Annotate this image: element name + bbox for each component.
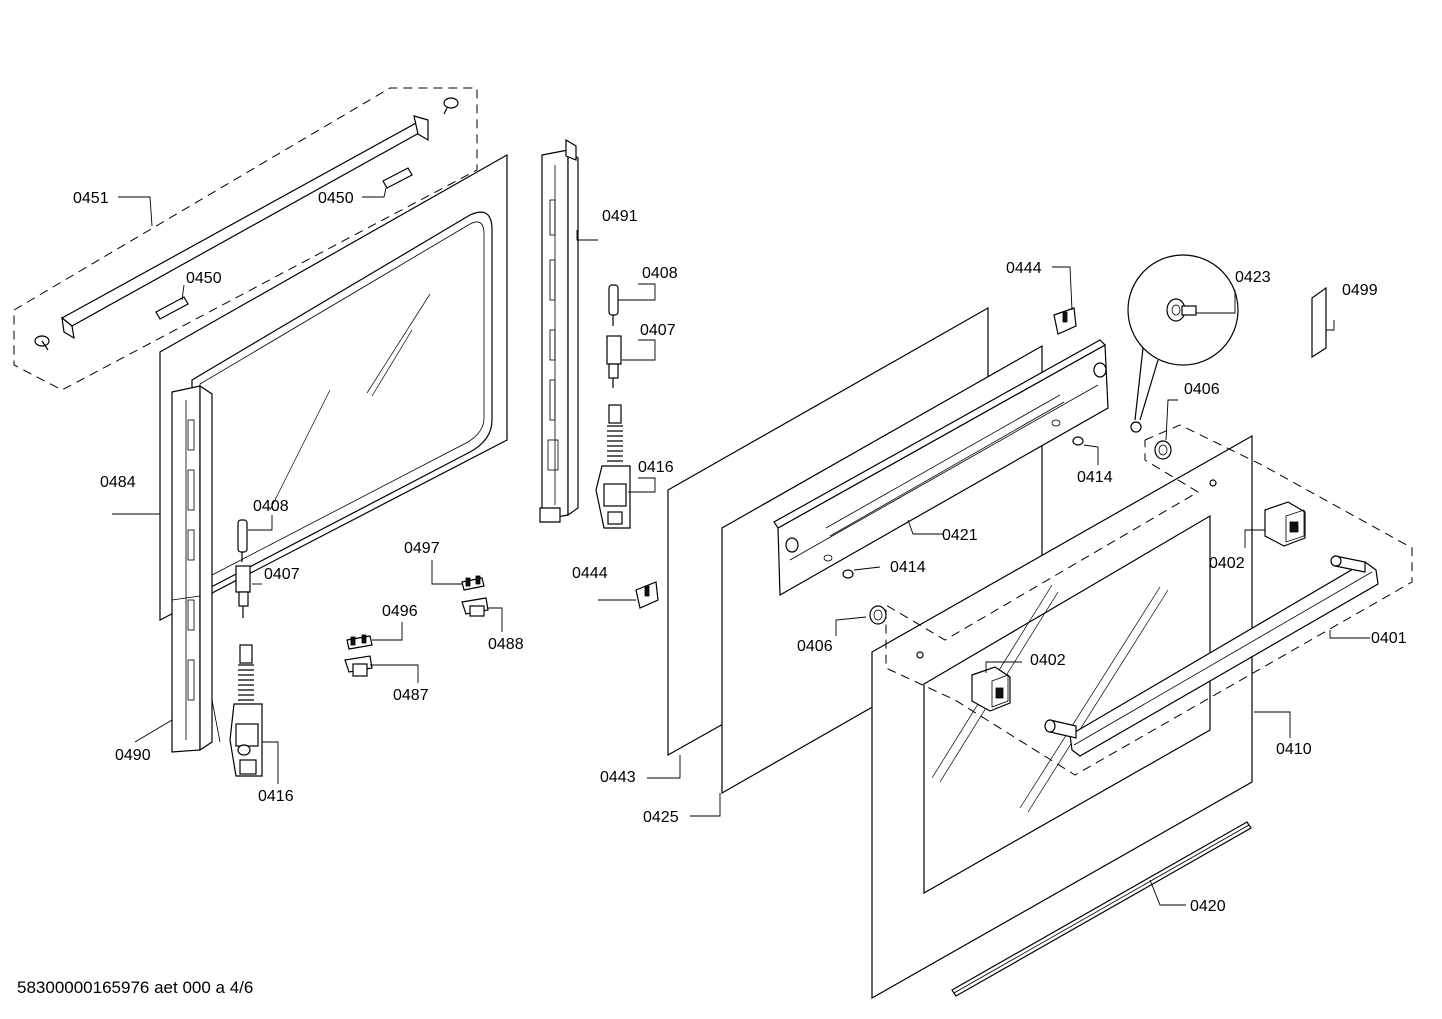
pin-left: [237, 519, 248, 562]
leader-lines: [112, 187, 1370, 906]
callout-0407-right: 0407: [640, 322, 676, 339]
hinge-bracket-right-side: [567, 148, 579, 517]
inner-door-panel: [159, 153, 508, 621]
label-0499: [1311, 286, 1327, 359]
callout-0406-lower: 0406: [797, 638, 833, 655]
pin-right: [608, 284, 619, 326]
callout-0402-left: 0402: [1030, 652, 1066, 669]
top-trim-dashed-outline: [13, 87, 478, 391]
clip-0488: [461, 597, 489, 617]
callout-0444-lower: 0444: [572, 565, 608, 582]
handle-assembly: [869, 424, 1413, 776]
clip-0444-upper: [1053, 307, 1077, 335]
callout-0402-right: 0402: [1209, 555, 1245, 572]
trim-bar-end-right: [413, 115, 429, 142]
callout-0491: 0491: [602, 208, 638, 225]
buffer-0414-upper: [1072, 436, 1084, 446]
cap-upper: [1154, 440, 1172, 460]
callout-0423: 0423: [1235, 269, 1271, 286]
callout-0407-left: 0407: [264, 566, 300, 583]
handle-standoff-left: [971, 666, 1011, 712]
trim-bar-end-left: [61, 316, 75, 340]
spacer-lower: [155, 296, 189, 320]
spacer-upper: [382, 167, 413, 189]
clip-0487: [344, 655, 373, 677]
callout-0450-lower: 0450: [186, 270, 222, 287]
screw-right: [443, 97, 459, 115]
top-trim-assembly: [13, 87, 478, 391]
callout-0410: 0410: [1276, 741, 1312, 758]
callout-0425: 0425: [643, 809, 679, 826]
callout-0408-left: 0408: [253, 498, 289, 515]
glass-reflection: [366, 293, 431, 394]
hinge-catch-right: [606, 335, 622, 388]
detail-circle: [1127, 254, 1239, 433]
glass-reflection: [269, 389, 331, 511]
callout-0421: 0421: [942, 527, 978, 544]
callout-0490: 0490: [115, 747, 151, 764]
callout-0496: 0496: [382, 603, 418, 620]
handle-standoff-right: [1264, 501, 1306, 547]
callout-0401: 0401: [1371, 630, 1407, 647]
callout-0451: 0451: [73, 190, 109, 207]
cap-lower: [869, 605, 887, 625]
bottom-seal: [951, 821, 1252, 997]
callout-0444-upper: 0444: [1006, 260, 1042, 277]
callout-0484: 0484: [100, 474, 136, 491]
screw-left: [34, 335, 50, 351]
handle-dashed-outline: [885, 424, 1413, 776]
hinge-catch-left: [235, 565, 251, 618]
outer-door-window: [923, 514, 1211, 895]
clip-0497: [461, 575, 485, 591]
clip-0496: [346, 634, 373, 650]
callout-0414-upper: 0414: [1077, 469, 1113, 486]
callout-0497: 0497: [404, 540, 440, 557]
callout-0406-upper: 0406: [1184, 381, 1220, 398]
callout-0416-right: 0416: [638, 459, 674, 476]
callout-0420: 0420: [1190, 898, 1226, 915]
callout-0408-right: 0408: [642, 265, 678, 282]
hinge-bracket-right: [539, 138, 579, 523]
glass-reflection: [371, 329, 413, 397]
callout-0416-left: 0416: [258, 788, 294, 805]
hinge-bracket-left-side: [199, 384, 213, 752]
hinge-spring-right: [595, 404, 631, 529]
rail-0421: [773, 339, 1109, 597]
buffer-0414-lower: [842, 569, 854, 579]
callout-0414-lower: 0414: [890, 559, 926, 576]
callout-0443: 0443: [600, 769, 636, 786]
clip-0444-lower: [635, 581, 659, 609]
callout-labels: 0451 0450 0450 0491 0408 0407 0416 0484 …: [73, 190, 1407, 915]
callout-0487: 0487: [393, 687, 429, 704]
hinge-bracket-left: [171, 384, 221, 753]
callout-0488: 0488: [488, 636, 524, 653]
document-reference-text: 58300000165976 aet 000 a 4/6: [17, 978, 254, 997]
callout-0499: 0499: [1342, 282, 1378, 299]
outer-door-glass: [871, 434, 1253, 1000]
hinge-spring-left: [229, 644, 263, 777]
callout-0450-upper: 0450: [318, 190, 354, 207]
